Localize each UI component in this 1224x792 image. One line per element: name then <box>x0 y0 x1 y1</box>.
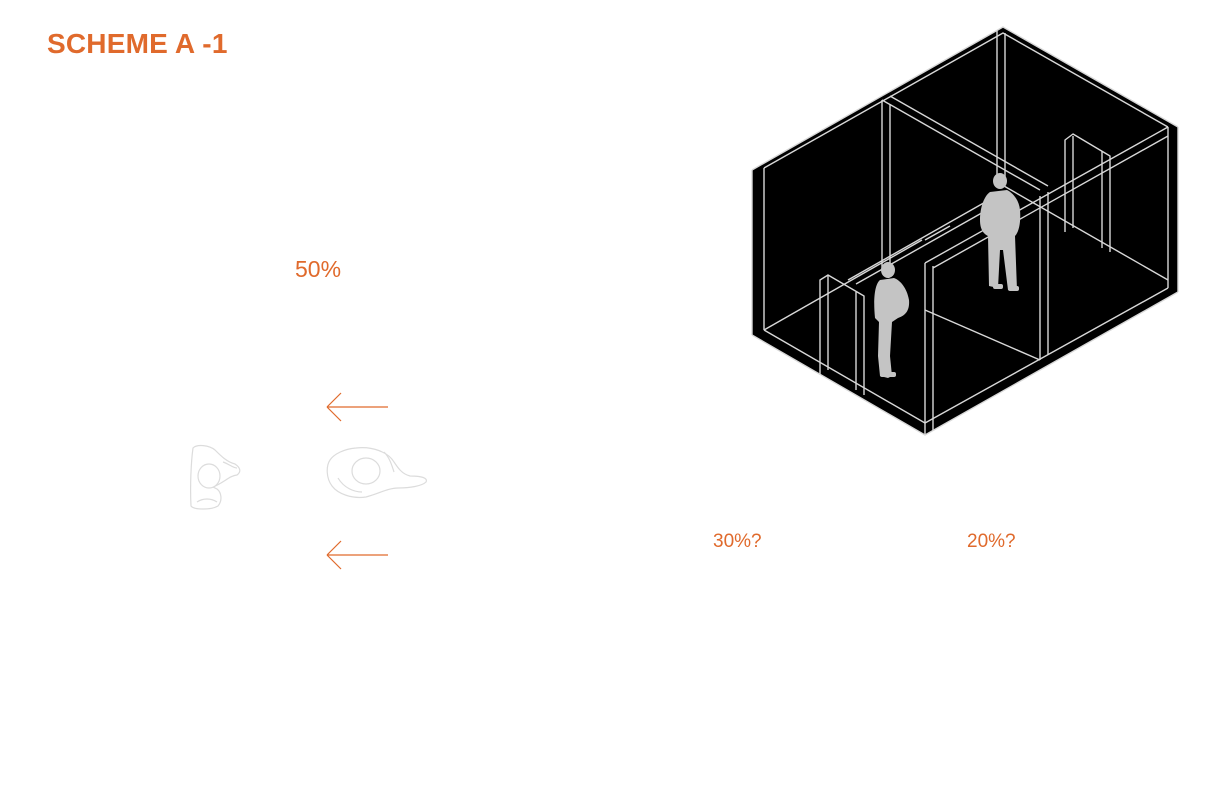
standing-person-icon <box>980 173 1021 291</box>
percentage-label-50: 50% <box>295 256 342 282</box>
person-top-view-icon <box>190 444 241 510</box>
percentage-label-30: 30%? <box>713 531 762 552</box>
person-top-view-icon <box>326 447 427 499</box>
arrow-left-icon <box>326 392 388 422</box>
standing-person-icon <box>874 262 910 378</box>
scheme-title: SCHEME A -1 <box>47 28 228 59</box>
arrow-left-icon <box>326 540 388 570</box>
isometric-room-icon <box>751 26 1179 436</box>
percentage-label-20: 20%? <box>967 531 1016 552</box>
